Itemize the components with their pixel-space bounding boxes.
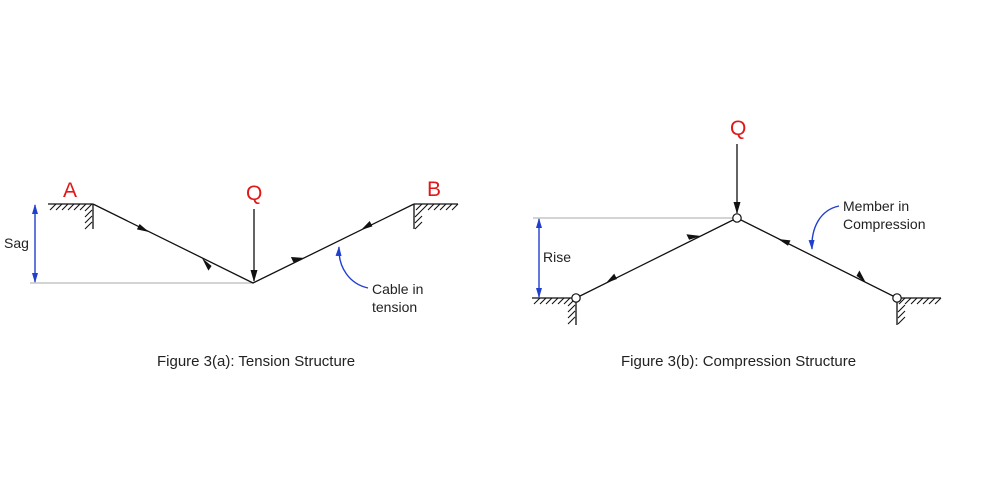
caption-tension: Figure 3(a): Tension Structure [157,353,355,370]
hinge-node-apex [732,213,742,223]
point-label-b: B [427,178,441,201]
member-annotation-arrow [808,205,840,250]
rise-label: Rise [543,249,571,265]
member-force-arrows [606,234,866,283]
figure-compression: Rise [532,117,942,370]
load-label-q-b: Q [730,117,746,140]
support-left-pin [532,297,577,325]
support-a [48,203,94,230]
figure-tension: Sag A [4,178,459,370]
member-annotation-line1: Member in [843,198,909,214]
cable-annotation-line1: Cable in [372,281,423,297]
caption-compression: Figure 3(b): Compression Structure [621,353,856,370]
cable-annotation-line2: tension [372,299,417,315]
cable-force-arrows [136,221,373,271]
point-label-a: A [63,179,77,202]
hinge-node-right [892,293,902,303]
support-right-pin [896,297,942,325]
cable-annotation-arrow [335,246,369,289]
load-label-q-a: Q [246,182,262,205]
member-annotation-line2: Compression [843,216,925,232]
hinge-node-left [571,293,581,303]
support-b [413,203,459,230]
sag-label: Sag [4,235,29,251]
